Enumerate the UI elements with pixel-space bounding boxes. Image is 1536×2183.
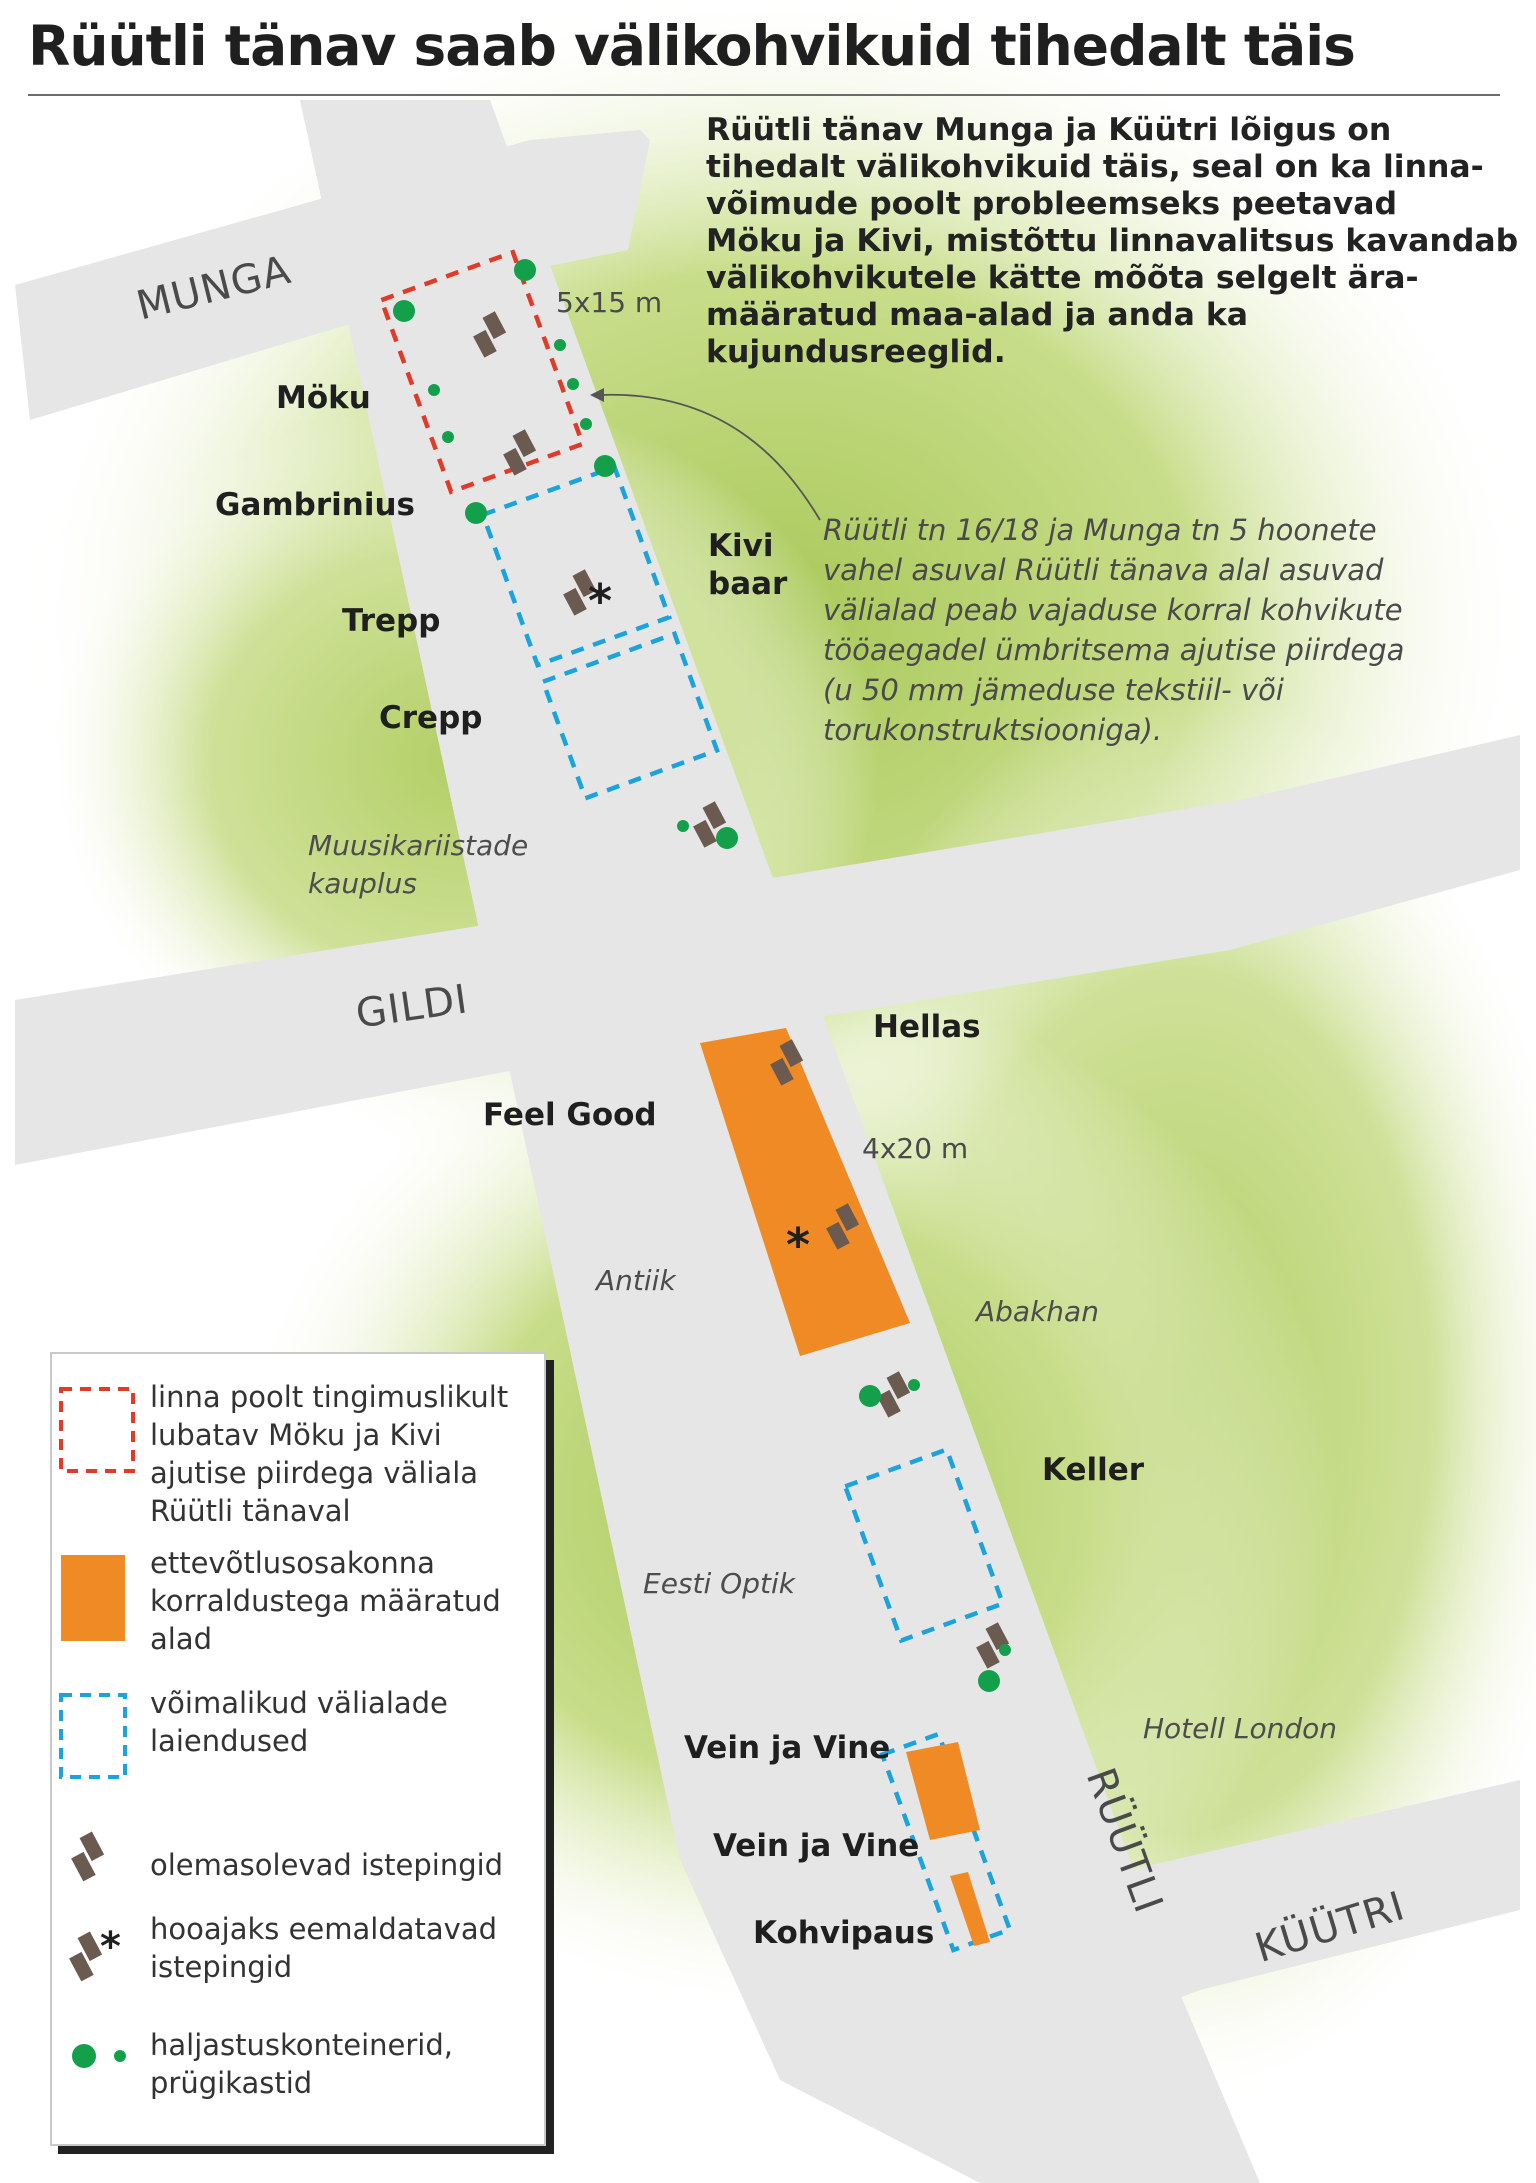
callout-arrowhead (590, 388, 604, 402)
cafe-label-hellas: Hellas (873, 1009, 981, 1045)
blue-dashed-areas (479, 463, 1013, 1953)
intro-paragraph: Rüütli tänav Munga ja Küütri lõigus on t… (706, 112, 1519, 370)
legend: linna poolt tingimuslikult lubatav Möku … (50, 1352, 546, 2146)
svg-text:*: * (588, 574, 612, 628)
dimension-label-south: 4x20 m (862, 1132, 969, 1165)
orange-box-icon (61, 1555, 125, 1641)
cafe-label-vein-ja-vine-2: Vein ja Vine (713, 1828, 920, 1864)
cafe-label-crepp: Crepp (379, 700, 483, 736)
legend-text-blue-dashed: võimalikud välialade laiendused (150, 1686, 448, 1758)
cafe-label-gambrinius: Gambrinius (215, 487, 415, 523)
cafe-label-kivi-baar: Kivi baar (708, 528, 788, 602)
shop-label-abakhan: Abakhan (976, 1295, 1099, 1328)
cafe-label-kohvipaus: Kohvipaus (753, 1915, 935, 1951)
blue-dashed-box-icon (59, 1693, 127, 1779)
callout-arrow (599, 394, 821, 521)
asterisk-icons: * * (588, 574, 810, 1272)
svg-text:*: * (786, 1218, 810, 1272)
bench-icon (71, 1831, 105, 1882)
cafe-label-vein-ja-vine-1: Vein ja Vine (684, 1730, 891, 1766)
page-title: Rüütli tänav saab välikohvikuid tihedalt… (28, 14, 1356, 78)
svg-text:*: * (100, 1924, 121, 1970)
cafe-label-keller: Keller (1042, 1452, 1145, 1488)
legend-text-green-dots: haljastuskonteinerid, prügikastid (150, 2028, 453, 2100)
callout-note: Rüütli tn 16/18 ja Munga tn 5 hoonete va… (823, 513, 1405, 747)
red-dashed-box-icon (59, 1387, 135, 1473)
legend-text-red-dashed: linna poolt tingimuslikult lubatav Möku … (150, 1380, 509, 1528)
dimension-label-north: 5x15 m (556, 286, 663, 319)
shop-label-eesti-optik: Eesti Optik (643, 1567, 795, 1600)
shop-label-muusikariistade: Muusikariistade kauplus (308, 829, 529, 900)
title-divider (28, 94, 1500, 96)
shop-label-hotell-london: Hotell London (1143, 1712, 1337, 1745)
cafe-label-feel-good: Feel Good (483, 1097, 657, 1133)
legend-text-orange: ettevõtlusosakonna korraldustega määratu… (150, 1546, 501, 1656)
legend-text-benches: olemasolevad istepingid (150, 1848, 504, 1882)
shop-label-antiik: Antiik (596, 1264, 676, 1297)
bench-asterisk-icon: * (69, 1924, 121, 1982)
cafe-label-trepp: Trepp (342, 603, 441, 639)
cafe-label-moku: Möku (276, 380, 371, 416)
green-dots (393, 259, 1011, 1692)
green-dot-icon (72, 2044, 126, 2068)
legend-text-benches-removed: hooajaks eemaldatavad istepingid (150, 1912, 498, 1984)
orange-areas (700, 1028, 990, 1946)
